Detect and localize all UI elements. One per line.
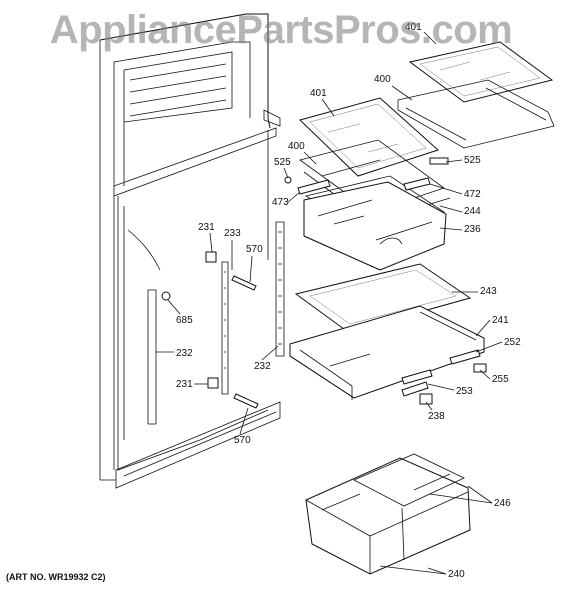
callout-236: 236 [464, 224, 481, 235]
small-parts [161, 157, 487, 409]
art-number: (ART NO. WR19932 C2) [6, 572, 106, 582]
callout-400: 400 [288, 141, 305, 152]
crisper-glass-cover-243 [294, 263, 472, 333]
callout-525: 525 [464, 155, 481, 166]
callout-238: 238 [428, 411, 445, 422]
crisper-cover-frame-241 [289, 305, 485, 400]
callout-233: 233 [224, 228, 241, 239]
callout-685: 685 [176, 315, 193, 326]
callout-243: 243 [480, 286, 497, 297]
callout-401: 401 [405, 22, 422, 33]
middle-glass-shelf-401 [299, 97, 439, 177]
callout-255: 255 [492, 374, 509, 385]
callout-232: 232 [254, 361, 271, 372]
top-glass-shelf-401 [408, 41, 554, 103]
callout-472: 472 [464, 189, 481, 200]
callout-labels: 401 400 401 400 525 525 472 473 244 236 … [176, 22, 521, 580]
callout-232: 232 [176, 348, 193, 359]
shelf-supports [147, 221, 285, 425]
leader-lines [156, 31, 503, 575]
callout-253: 253 [456, 386, 473, 397]
refrigerator-cabinet [99, 13, 281, 489]
callout-473: 473 [272, 197, 289, 208]
callout-246: 246 [494, 498, 511, 509]
callout-570: 570 [246, 244, 263, 255]
watermark-text: AppliancePartsPros.com [49, 8, 513, 52]
meat-pan-drawer-236 [303, 181, 447, 271]
callout-525: 525 [274, 157, 291, 168]
callout-231: 231 [198, 222, 215, 233]
callout-231: 231 [176, 379, 193, 390]
top-shelf-frame-400 [397, 79, 555, 149]
crisper-drawers-240 [305, 453, 471, 575]
callout-252: 252 [504, 337, 521, 348]
callout-244: 244 [464, 206, 481, 217]
callout-570: 570 [234, 435, 251, 446]
callout-240: 240 [448, 569, 465, 580]
callout-401: 401 [310, 88, 327, 99]
callout-241: 241 [492, 315, 509, 326]
callout-400: 400 [374, 74, 391, 85]
